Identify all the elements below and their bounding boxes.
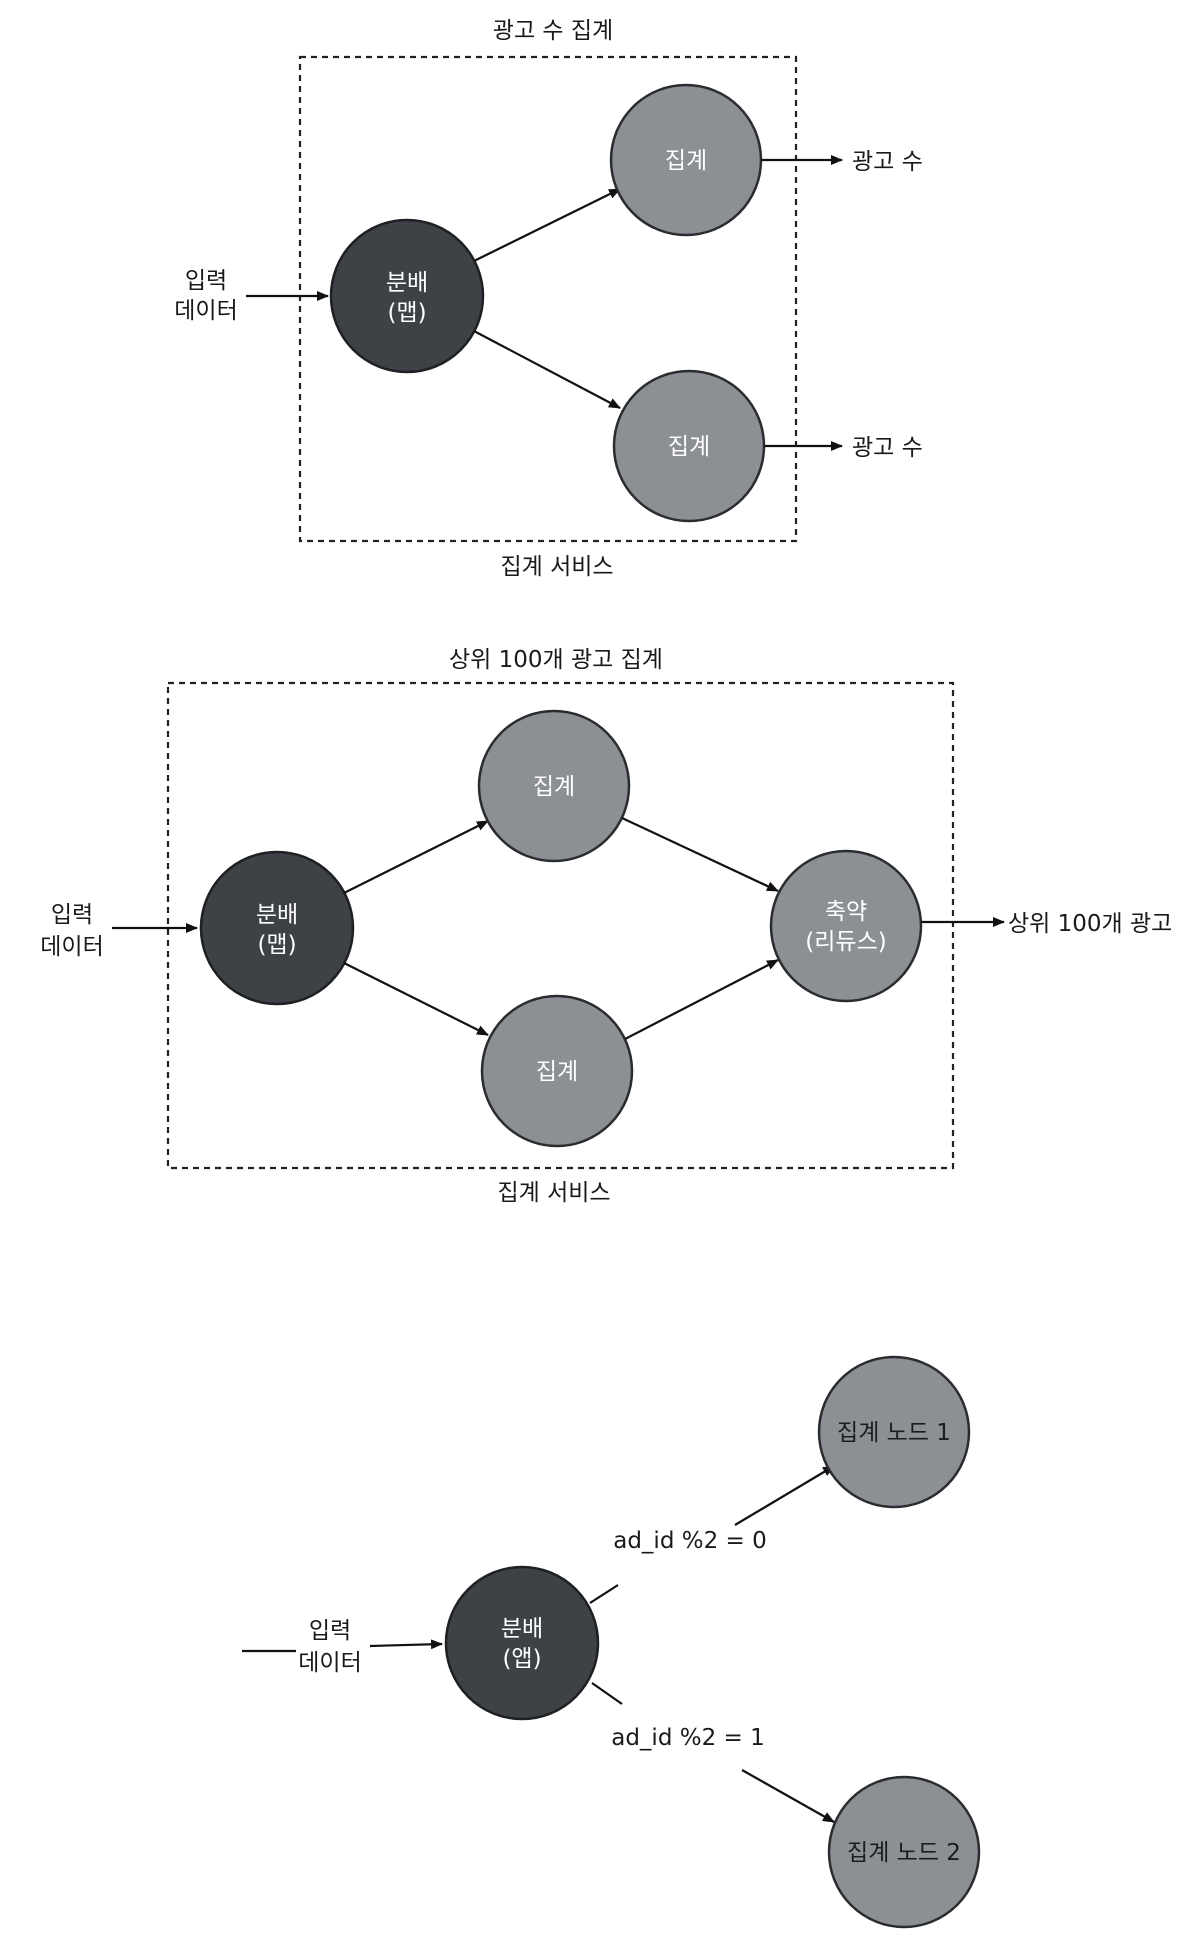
diagram1-output-2: 광고 수 (852, 435, 923, 461)
diagram2-input-line1: 입력 (51, 902, 93, 928)
diagram1-service-boundary (298, 55, 798, 543)
diagram3-input-line2: 데이터 (298, 1650, 361, 1676)
diagram1-footer: 집계 서비스 (500, 554, 613, 580)
diagram2-aggregator-node-1 (477, 709, 631, 863)
diagram1-output-1: 광고 수 (852, 149, 923, 175)
diagram1-title: 광고 수 집계 (493, 18, 613, 44)
diagram2-arrow-agg1-to-reducer (621, 817, 779, 892)
diagram3-aggregation-node-2 (827, 1775, 981, 1929)
diagram2-reducer-node (769, 849, 923, 1003)
diagram2-distributor-node (199, 850, 355, 1006)
diagram3-node1-label: 집계 노드 1 (837, 1420, 951, 1446)
diagram3-input-arrow (369, 1639, 443, 1650)
diagram2-input-line2: 데이터 (40, 934, 103, 960)
diagram3-rule-1: ad_id %2 = 0 (613, 1528, 767, 1554)
diagram2-aggregator-1-label: 집계 (533, 774, 575, 800)
diagram1-distributor-sublabel: (맵) (387, 300, 426, 326)
diagram1-arrow-to-agg2 (473, 330, 621, 409)
diagram2-arrow-agg2-to-reducer (624, 959, 779, 1040)
diagram2-service-boundary (166, 681, 955, 1170)
diagram2-reducer-label: 축약 (825, 899, 867, 925)
diagram3-arrow-to-node2 (741, 1769, 835, 1823)
diagram2-arrow-to-agg2 (343, 962, 489, 1036)
diagram1-distributor-node (329, 218, 485, 374)
diagram1-input-line2: 데이터 (174, 298, 237, 324)
diagram2-output: 상위 100개 광고 (1008, 911, 1172, 937)
diagram1-aggregator-1-label: 집계 (665, 148, 707, 174)
diagram2-title: 상위 100개 광고 집계 (449, 647, 663, 673)
diagram2-aggregator-2-label: 집계 (536, 1059, 578, 1085)
diagram1-arrow-to-agg1 (473, 188, 621, 262)
diagram3-distributor-node (444, 1565, 600, 1721)
diagram3-node2-label: 집계 노드 2 (847, 1840, 961, 1866)
diagram3-input-line1: 입력 (309, 1618, 351, 1644)
diagram-ad-count: 광고 수 집계 집계 서비스 입력 데이터 분배 (맵) 집계 집계 광고 수 … (174, 18, 923, 580)
diagram3-rule-2: ad_id %2 = 1 (611, 1725, 765, 1751)
diagram2-arrow-to-agg1 (343, 820, 489, 894)
diagram3-distributor-sublabel: (앱) (502, 1646, 541, 1672)
diagram3-distributor-label: 분배 (501, 1616, 543, 1642)
diagram3-arrow-to-node1 (734, 1465, 835, 1526)
diagram2-aggregator-node-2 (480, 994, 634, 1148)
diagram2-distributor-label: 분배 (256, 902, 298, 928)
diagram3-arrow-segment-2a (591, 1682, 623, 1705)
diagram3-aggregation-node-1 (817, 1355, 971, 1509)
diagram-top100: 상위 100개 광고 집계 집계 서비스 입력 데이터 분배 (맵) 집계 집계… (40, 647, 1172, 1206)
diagram2-footer: 집계 서비스 (497, 1180, 610, 1206)
diagram2-reducer-sublabel: (리듀스) (805, 929, 886, 955)
diagram2-distributor-sublabel: (맵) (257, 932, 296, 958)
diagram-partition: 입력 데이터 분배 (앱) ad_id %2 = 0 ad_id %2 = 1 … (242, 1355, 981, 1929)
diagram1-input-line1: 입력 (185, 268, 227, 294)
diagram1-aggregator-2-label: 집계 (668, 434, 710, 460)
diagram3-arrow-segment-1a (589, 1584, 619, 1604)
diagram1-distributor-label: 분배 (386, 270, 428, 296)
